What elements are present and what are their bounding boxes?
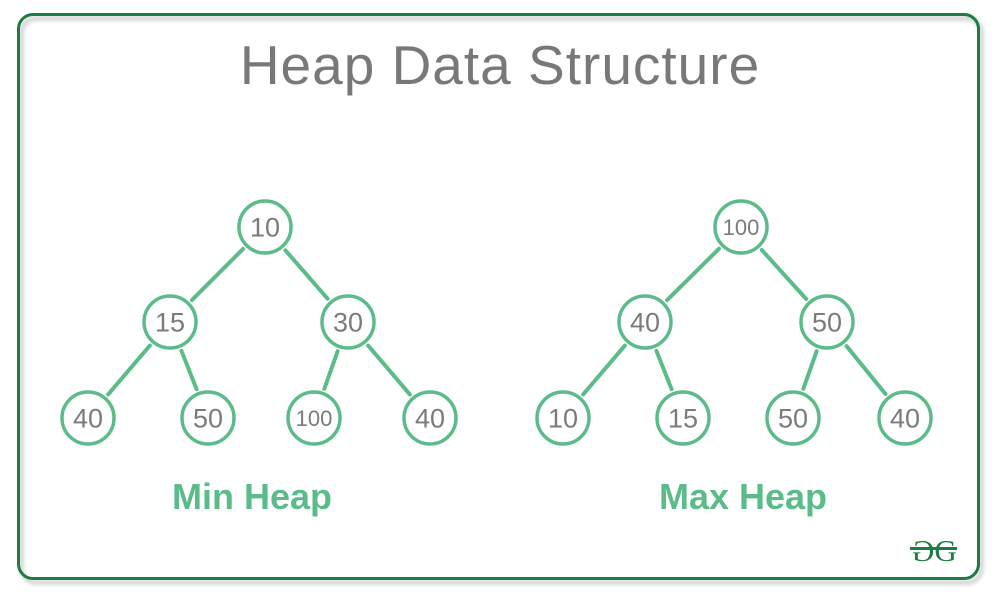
tree-node <box>320 294 376 350</box>
tree-node <box>286 390 342 446</box>
tree-node-value: 100 <box>296 406 333 431</box>
tree-node <box>799 294 855 350</box>
tree-node <box>402 390 458 446</box>
geeksforgeeks-logo: GG <box>910 533 957 568</box>
tree-caption-min-heap: Min Heap <box>172 476 332 517</box>
tree-node-value: 10 <box>548 404 578 434</box>
tree-edge <box>844 344 888 396</box>
logo-strike-line <box>910 547 957 550</box>
tree-node-value: 10 <box>250 213 280 243</box>
logo-letter-g: G <box>934 533 956 568</box>
tree-edge <box>179 348 199 392</box>
tree-node <box>877 390 933 446</box>
tree-edge <box>106 343 152 397</box>
tree-node <box>142 294 198 350</box>
tree-node-value: 40 <box>890 404 920 434</box>
page-title: Heap Data Structure <box>239 34 761 96</box>
tree-node <box>180 390 236 446</box>
tree-node <box>535 390 591 446</box>
tree-node-value: 100 <box>723 215 760 240</box>
tree-edge <box>581 343 627 397</box>
logo-letter-reversed-g: G <box>913 533 935 568</box>
tree-node-value: 50 <box>812 308 842 338</box>
tree-node-value: 50 <box>193 404 223 434</box>
tree-node <box>765 390 821 446</box>
tree-edge <box>366 343 412 397</box>
tree-edge <box>801 349 819 391</box>
tree-node-value: 40 <box>73 404 103 434</box>
tree-edge <box>654 348 674 392</box>
tree-node-value: 30 <box>333 308 363 338</box>
tree-node-value: 40 <box>415 404 445 434</box>
tree-node <box>655 390 711 446</box>
tree-node-value: 50 <box>778 404 808 434</box>
tree-node <box>60 390 116 446</box>
tree-caption-max-heap: Max Heap <box>659 476 827 517</box>
tree-edge <box>665 246 721 303</box>
tree-edge <box>189 246 246 303</box>
tree-node <box>713 199 769 255</box>
tree-edge <box>759 247 809 302</box>
tree-edge <box>283 248 330 301</box>
tree-node-value: 15 <box>155 308 185 338</box>
tree-node <box>237 199 293 255</box>
tree-node <box>617 294 673 350</box>
tree-node-value: 40 <box>630 308 660 338</box>
tree-node-value: 15 <box>668 404 698 434</box>
tree-edge <box>322 349 340 391</box>
